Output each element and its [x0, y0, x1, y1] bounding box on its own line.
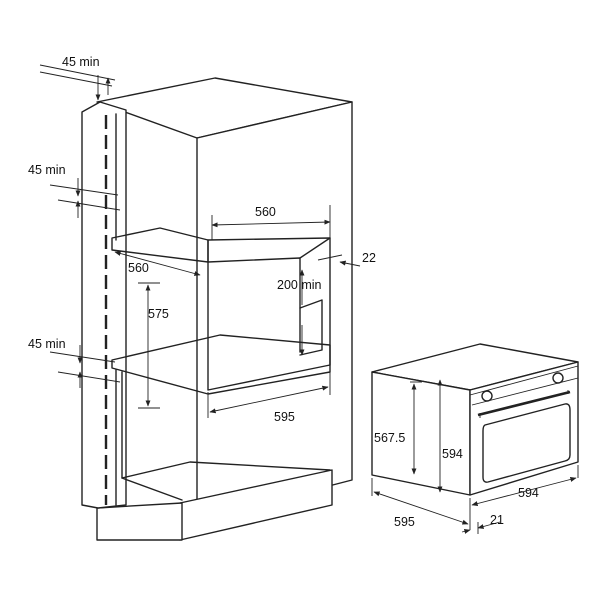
label-niche-width-back: 560: [255, 205, 276, 219]
lower-compartment: [121, 371, 331, 479]
oven-dimensions: 567.5 594 594 595 21: [371, 379, 579, 534]
cabinet-left-side: [81, 101, 127, 509]
oven: [371, 343, 579, 496]
label-side-thickness: 22: [362, 251, 376, 265]
cabinet-right-side: [196, 101, 353, 521]
label-oven-height: 594: [442, 447, 463, 461]
label-oven-panel: 21: [490, 513, 504, 527]
vent-opening: [299, 299, 323, 356]
label-mid-gap: 45 min: [28, 163, 66, 177]
label-oven-depth-body: 567.5: [374, 431, 405, 445]
cabinet-dimensions: 45 min 45 min 45 min 560 560 575 22: [28, 55, 376, 424]
cabinet-base-front: [96, 502, 183, 541]
label-top-gap: 45 min: [62, 55, 100, 69]
label-niche-depth: 560: [128, 261, 149, 275]
label-oven-width: 594: [518, 486, 539, 500]
oven-door-window: [482, 403, 571, 483]
label-vent-gap: 200 min: [277, 278, 322, 292]
label-niche-width-front: 595: [274, 410, 295, 424]
oven-knob-right: [552, 372, 564, 384]
label-low-gap: 45 min: [28, 337, 66, 351]
label-oven-depth-total: 595: [394, 515, 415, 529]
oven-handle: [477, 390, 571, 417]
label-niche-height: 575: [148, 307, 169, 321]
cabinet: [81, 77, 353, 541]
oven-knob-left: [481, 390, 493, 402]
